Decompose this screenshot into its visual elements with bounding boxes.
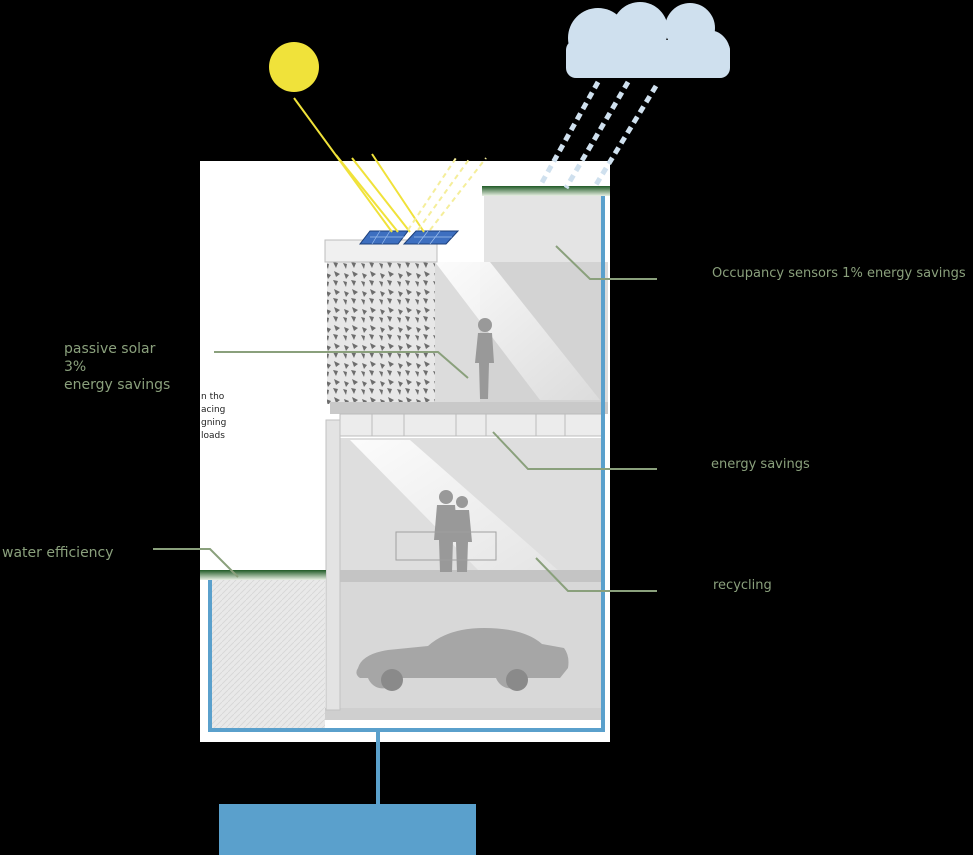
ceiling-panels xyxy=(339,413,605,437)
soil-area xyxy=(210,580,325,730)
solar-panel-icon xyxy=(358,230,460,245)
building-core-column xyxy=(325,419,341,711)
reflected-rays xyxy=(407,157,487,231)
energy-savings-label: energy savings xyxy=(711,457,810,472)
passive-solar-label: passive solar 3% energy savings xyxy=(64,340,170,394)
car-icon xyxy=(356,628,569,691)
cropped-text-fragments: n tho acing gning loads xyxy=(201,391,226,443)
rain-icon xyxy=(537,80,659,190)
daylight-wedge-upper xyxy=(435,262,600,400)
leader-lines xyxy=(153,245,657,592)
slab-ground xyxy=(300,708,602,720)
water-efficiency-label: water efficiency xyxy=(2,545,114,561)
green-roof-lower xyxy=(200,570,326,580)
recycling-label: recycling xyxy=(713,578,772,593)
cloud-icon xyxy=(566,2,730,78)
sun-icon xyxy=(269,42,319,92)
passive-solar-line-1: passive solar xyxy=(64,341,156,357)
ceiling-panel-dividers xyxy=(371,414,566,436)
people-icon xyxy=(434,318,494,572)
slab-middle xyxy=(330,570,602,582)
green-roof-upper xyxy=(482,186,610,196)
bench xyxy=(395,531,497,561)
occupancy-sensors-label: Occupancy sensors 1% energy savings xyxy=(712,266,966,281)
water-pipe-system xyxy=(208,196,605,806)
slab-upper xyxy=(330,402,608,414)
fragment-1: n tho xyxy=(201,392,225,402)
roof-mechanical-zone xyxy=(484,196,604,266)
fragment-2: acing xyxy=(201,405,226,415)
perforated-facade-screen xyxy=(327,262,435,404)
fragment-3: gning xyxy=(201,418,227,428)
passive-solar-line-3: energy savings xyxy=(64,377,171,393)
fragment-4: loads xyxy=(201,431,225,441)
water-tank-icon xyxy=(219,804,476,855)
passive-solar-line-2: 3% xyxy=(64,359,87,375)
